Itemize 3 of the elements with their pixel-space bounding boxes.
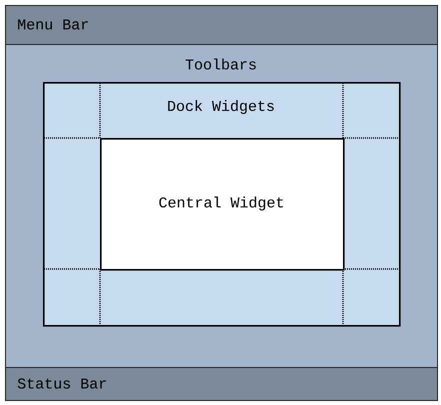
central-widget: Central Widget (100, 138, 345, 271)
status-bar: Status Bar (5, 367, 438, 401)
menu-bar: Menu Bar (5, 5, 438, 45)
